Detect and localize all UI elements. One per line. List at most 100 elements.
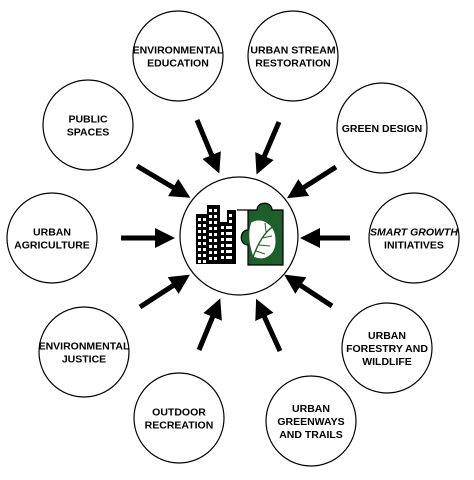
arrows-group: [121, 119, 350, 353]
node-label-line: URBAN: [368, 330, 406, 342]
building-window: [214, 245, 217, 248]
building-window: [203, 236, 206, 239]
building-window: [209, 239, 212, 242]
building-window: [198, 254, 201, 257]
building-window: [198, 260, 201, 263]
building-window: [221, 250, 224, 253]
building-window: [209, 221, 212, 224]
building-window: [203, 230, 206, 233]
node-label-line: ENVIRONMENTAL: [39, 341, 130, 353]
node-label-line: GREENWAYS: [277, 416, 344, 428]
building-window: [214, 209, 217, 212]
building-window: [198, 248, 201, 251]
node-label-line: RECREATION: [145, 420, 214, 432]
building-window: [198, 236, 201, 239]
arrow-to-center: [286, 164, 338, 199]
building-window: [221, 232, 224, 235]
building-window: [229, 226, 232, 229]
node-circle: [42, 79, 134, 171]
building-window: [229, 220, 232, 223]
node-circle: [247, 10, 339, 102]
building-window: [226, 250, 229, 253]
node-label-line: WILDLIFE: [362, 356, 412, 368]
node-circle: [132, 10, 224, 102]
building-window: [221, 256, 224, 259]
building-window: [209, 251, 212, 254]
building-window: [226, 244, 229, 247]
node-circle: [368, 192, 460, 284]
building-window: [209, 233, 212, 236]
node-label-line: OUTDOOR: [152, 407, 206, 419]
node-label-line: AGRICULTURE: [14, 240, 90, 252]
building-window: [214, 233, 217, 236]
node-green-design: GREEN DESIGN: [336, 82, 428, 174]
building-window: [226, 238, 229, 241]
building-window: [229, 250, 232, 253]
building-window: [226, 226, 229, 229]
node-label: GREEN DESIGN: [342, 123, 423, 135]
building-window: [229, 238, 232, 241]
node-label-line: URBAN: [292, 403, 330, 415]
node-label-line: ENVIRONMENTAL: [133, 45, 224, 57]
node-label-line: SMART GROWTH: [370, 227, 458, 239]
node-label-line: INITIATIVES: [384, 240, 444, 252]
building-window: [226, 256, 229, 259]
building-window: [209, 215, 212, 218]
building-window: [214, 215, 217, 218]
building-window: [198, 224, 201, 227]
building-window: [198, 242, 201, 245]
building-window: [203, 248, 206, 251]
building-window: [229, 244, 232, 247]
building-window: [198, 230, 201, 233]
building-window: [209, 209, 212, 212]
building-window: [229, 256, 232, 259]
node-circle: [336, 82, 428, 174]
building-window: [203, 254, 206, 257]
arrow-to-center: [255, 121, 282, 175]
node-circle: [38, 306, 130, 398]
node-circle: [6, 192, 98, 284]
node-circle: [341, 302, 433, 394]
building-window: [221, 244, 224, 247]
building-window: [203, 218, 206, 221]
node-label-line: JUSTICE: [62, 354, 106, 366]
building-window: [209, 227, 212, 230]
node-label-line: FORESTRY AND: [346, 343, 428, 355]
building-window: [226, 232, 229, 235]
center-node: [179, 176, 299, 296]
building-window: [214, 257, 217, 260]
building-window: [203, 224, 206, 227]
leaf-puzzle-icon: [237, 202, 284, 266]
building-window: [203, 242, 206, 245]
arrow-to-center: [138, 274, 190, 310]
node-label-line: GREEN DESIGN: [342, 123, 423, 135]
arrow-to-center: [135, 163, 191, 198]
node-label-line: RESTORATION: [255, 58, 330, 70]
node-label-line: SPACES: [67, 127, 109, 139]
node-label-line: URBAN: [33, 227, 71, 239]
building-window: [209, 257, 212, 260]
arrow-to-center: [196, 298, 222, 351]
node-label-line: PUBLIC: [68, 114, 108, 126]
building-window: [214, 239, 217, 242]
building-window: [214, 251, 217, 254]
arrow-to-center: [194, 119, 221, 174]
building-window: [229, 214, 232, 217]
